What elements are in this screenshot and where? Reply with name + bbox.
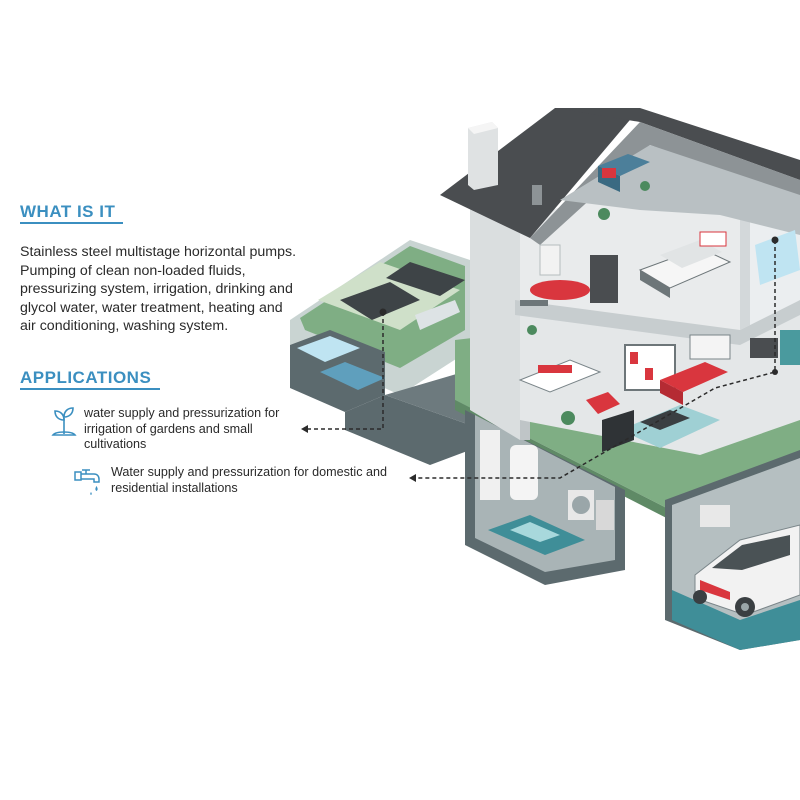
- pointer-markers: [301, 236, 779, 482]
- pointer-dot-garden: [379, 308, 387, 316]
- garage: [665, 450, 800, 650]
- upper-floor-details: [520, 154, 800, 306]
- application-item-domestic-supply: Water supply and pressurization for dome…: [111, 465, 388, 495]
- application-item-garden-irrigation: water supply and pressurization for irri…: [84, 406, 280, 451]
- applications-heading: APPLICATIONS: [20, 368, 152, 387]
- pointer-lines: [305, 240, 776, 479]
- pointer-line-domestic: [413, 240, 776, 479]
- garden-platform: [290, 240, 470, 465]
- what-is-it-heading: WHAT IS IT: [20, 202, 116, 221]
- pointer-arrow-domestic: [409, 474, 416, 482]
- what-is-it-underline: [20, 222, 123, 224]
- plant-sprout-icon: [51, 407, 77, 436]
- pointer-line-garden: [305, 312, 384, 430]
- pointer-dot-domestic: [771, 236, 779, 244]
- utility-basement: [465, 410, 625, 585]
- pointer-arrow-garden: [301, 425, 308, 433]
- product-description: Stainless steel multistage horizontal pu…: [20, 244, 297, 335]
- car-illustration: [693, 524, 800, 617]
- applications-underline: [20, 388, 160, 390]
- water-tap-icon: [74, 469, 100, 495]
- lower-floor-details: [518, 325, 800, 452]
